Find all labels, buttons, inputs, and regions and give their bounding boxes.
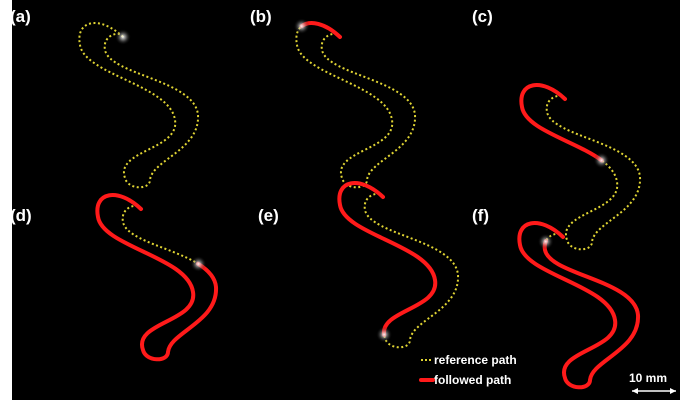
panel-label: (e) bbox=[258, 206, 279, 225]
scale-bar: 10 mm bbox=[629, 371, 676, 394]
panel-1: (a) bbox=[10, 7, 200, 189]
robot-glow bbox=[376, 326, 393, 343]
robot-glow bbox=[537, 233, 554, 250]
followed-path bbox=[519, 83, 643, 252]
panel-label: (f) bbox=[472, 206, 489, 225]
panel-3: (c) bbox=[472, 7, 643, 252]
panel-5: (e) bbox=[258, 181, 461, 350]
scale-bar-left-arrow bbox=[632, 388, 638, 394]
panels-layer: (a) (b) (c) (d) (e) (f) bbox=[10, 7, 643, 390]
legend: reference path followed path bbox=[419, 353, 517, 387]
robot-glow bbox=[190, 255, 207, 272]
robot-glow bbox=[293, 18, 310, 35]
panel-label: (b) bbox=[250, 7, 272, 26]
panel-label: (d) bbox=[10, 206, 32, 225]
scale-bar-right-arrow bbox=[670, 388, 676, 394]
panel-label: (c) bbox=[472, 7, 493, 26]
robot-glow bbox=[593, 152, 610, 169]
legend-followed-label: followed path bbox=[434, 373, 511, 387]
robot-glow bbox=[115, 29, 131, 45]
panel-6: (f) bbox=[472, 206, 641, 390]
scale-bar-label: 10 mm bbox=[629, 371, 667, 385]
panel-4: (d) bbox=[10, 193, 219, 362]
followed-path bbox=[517, 221, 641, 390]
legend-reference-label: reference path bbox=[434, 353, 517, 367]
panel-label: (a) bbox=[10, 7, 31, 26]
followed-path bbox=[337, 181, 461, 350]
panel-2: (b) bbox=[250, 7, 418, 190]
reference-path bbox=[295, 22, 417, 189]
reference-path bbox=[78, 22, 200, 189]
figure-background bbox=[12, 0, 680, 400]
followed-path bbox=[95, 193, 219, 362]
